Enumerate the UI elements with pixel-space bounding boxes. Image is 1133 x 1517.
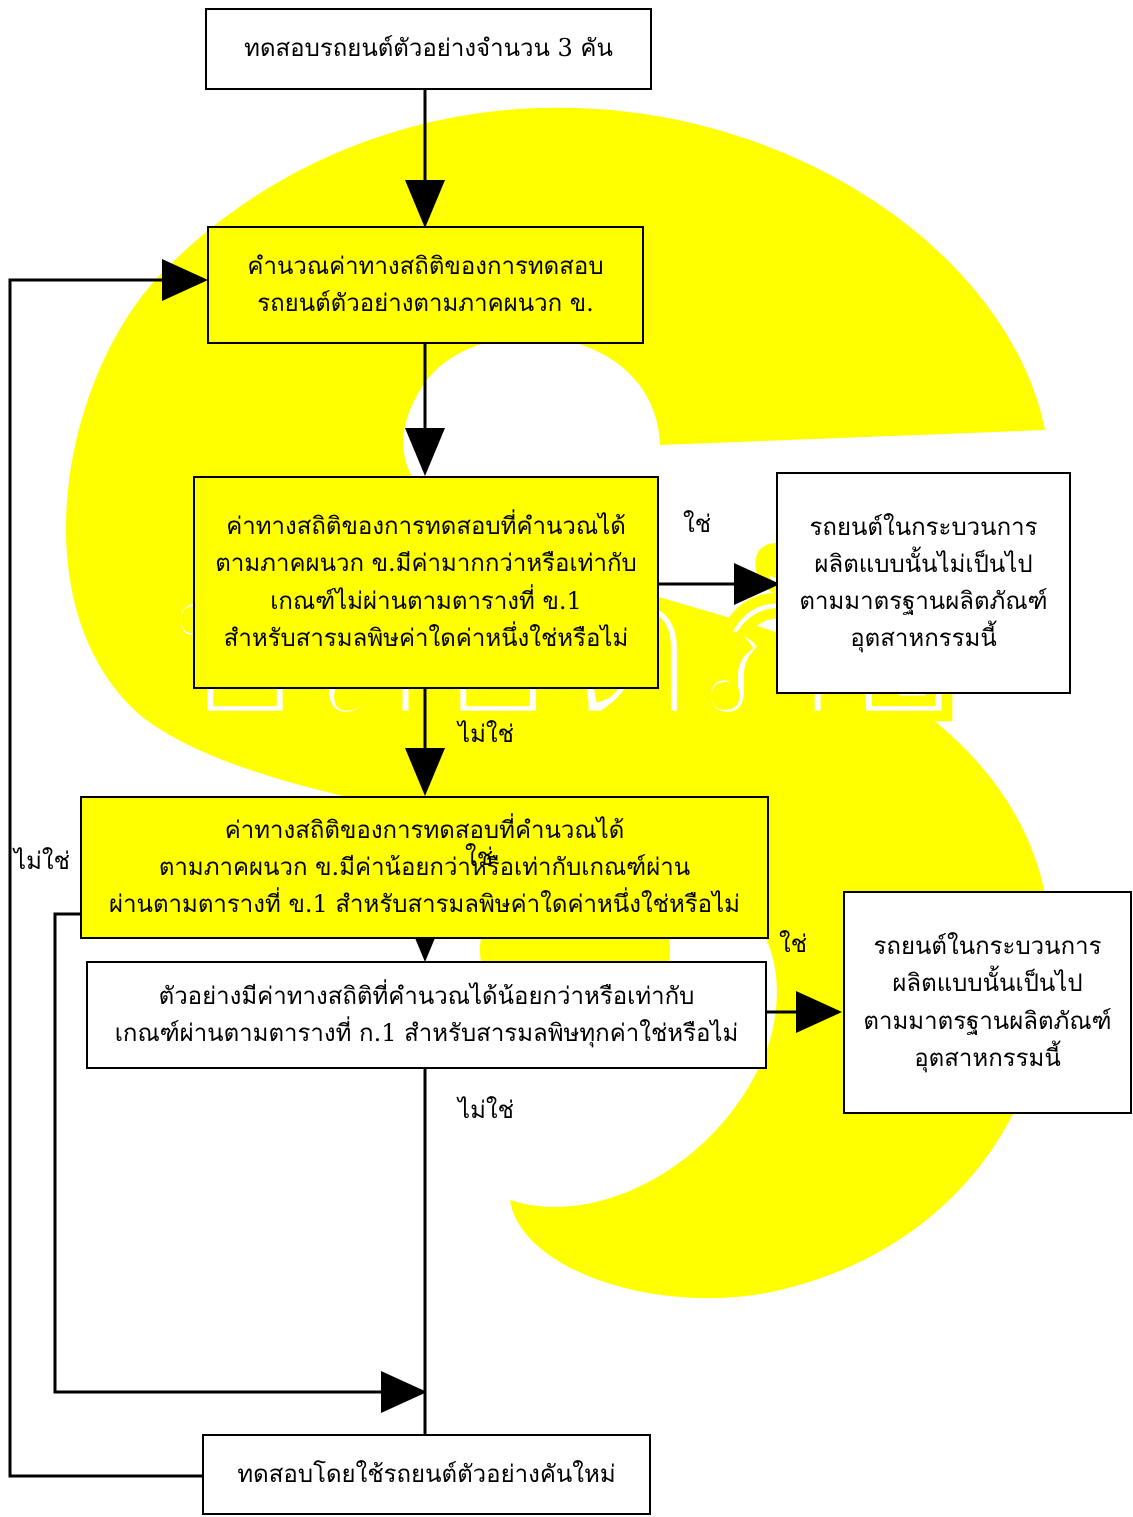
result-nonconform-line-2: ผลิตแบบนั้นไม่เป็นไป xyxy=(814,549,1033,578)
result-conform-line-2: ผลิตแบบนั้นเป็นไป xyxy=(892,969,1083,998)
label-yes-2: ใช่ xyxy=(465,843,494,871)
decision-pass-box: ค่าทางสถิติของการทดสอบที่คำนวณได้ ตามภาค… xyxy=(80,796,769,939)
decision-fail-line-2: ตามภาคผนวก ข.มีค่ามากกว่าหรือเท่ากับ xyxy=(215,549,637,578)
result-conform-line-3: ตามมาตรฐานผลิตภัณฑ์ xyxy=(863,1006,1112,1035)
label-yes-1: ใช่ xyxy=(683,510,712,538)
result-nonconform-box: รถยนต์ในกระบวนการ ผลิตแบบนั้นไม่เป็นไป ต… xyxy=(776,472,1071,694)
label-no-left: ไม่ใช่ xyxy=(14,847,70,875)
decision-fail-line-1: ค่าทางสถิติของการทดสอบที่คำนวณได้ xyxy=(226,512,626,541)
decision-all-box: ตัวอย่างมีค่าทางสถิติที่คำนวณได้น้อยกว่า… xyxy=(86,961,767,1069)
result-nonconform-line-4: อุตสาหกรรมนี้ xyxy=(850,624,997,653)
decision-pass-line-2: ตามภาคผนวก ข.มีค่าน้อยกว่าหรือเท่ากับเกณ… xyxy=(158,852,691,881)
result-conform-line-4: อุตสาหกรรมนี้ xyxy=(914,1043,1061,1072)
arrowhead-conform xyxy=(796,991,842,1033)
decision-pass-line-1: ค่าทางสถิติของการทดสอบที่คำนวณได้ xyxy=(224,815,625,844)
retest-text: ทดสอบโดยใช้รถยนต์ตัวอย่างคันใหม่ xyxy=(237,1459,616,1488)
start-text: ทดสอบรถยนต์ตัวอย่างจำนวน 3 คัน xyxy=(244,34,613,63)
decision-all-line-1: ตัวอย่างมีค่าทางสถิติที่คำนวณได้น้อยกว่า… xyxy=(158,981,695,1010)
arrowhead-nonconform xyxy=(734,563,780,605)
decision-fail-line-4: สำหรับสารมลพิษค่าใดค่าหนึ่งใช่หรือไม่ xyxy=(223,623,629,652)
connector-retest-loop xyxy=(8,278,205,1478)
label-yes-3: ใช่ xyxy=(779,930,808,958)
arrowhead-pass xyxy=(405,748,445,796)
result-nonconform-line-1: รถยนต์ในกระบวนการ xyxy=(809,512,1038,541)
result-conform-box: รถยนต์ในกระบวนการ ผลิตแบบนั้นเป็นไป ตามม… xyxy=(843,891,1132,1114)
retest-box: ทดสอบโดยใช้รถยนต์ตัวอย่างคันใหม่ xyxy=(202,1434,651,1515)
result-nonconform-line-3: ตามมาตรฐานผลิตภัณฑ์ xyxy=(799,587,1048,615)
arrowhead-decision xyxy=(405,428,445,476)
decision-pass-line-3: ผ่านตามตารางที่ ข.1 สำหรับสารมลพิษค่าใดค… xyxy=(109,890,740,919)
arrowhead-loop-calc xyxy=(162,259,208,301)
start-box: ทดสอบรถยนต์ตัวอย่างจำนวน 3 คัน xyxy=(205,8,652,90)
calc-line-1: คำนวณค่าทางสถิติของการทดสอบ xyxy=(247,251,604,280)
decision-fail-line-3: เกณฑ์ไม่ผ่านตามตารางที่ ข.1 xyxy=(270,586,582,615)
label-no-1: ไม่ใช่ xyxy=(458,720,514,748)
decision-fail-box: ค่าทางสถิติของการทดสอบที่คำนวณได้ ตามภาค… xyxy=(193,476,659,689)
decision-all-line-2: เกณฑ์ผ่านตามตารางที่ ก.1 สำหรับสารมลพิษท… xyxy=(114,1019,739,1047)
arrowhead-calc xyxy=(405,180,445,228)
calc-line-2: รถยนต์ตัวอย่างตามภาคผนวก ข. xyxy=(257,289,594,317)
connector-pass-no-loop xyxy=(53,912,385,1394)
calc-box: คำนวณค่าทางสถิติของการทดสอบ รถยนต์ตัวอย่… xyxy=(207,226,644,344)
arrowhead-merge xyxy=(381,1371,427,1413)
label-no-3: ไม่ใช่ xyxy=(458,1096,514,1124)
result-conform-line-1: รถยนต์ในกระบวนการ xyxy=(873,932,1102,961)
